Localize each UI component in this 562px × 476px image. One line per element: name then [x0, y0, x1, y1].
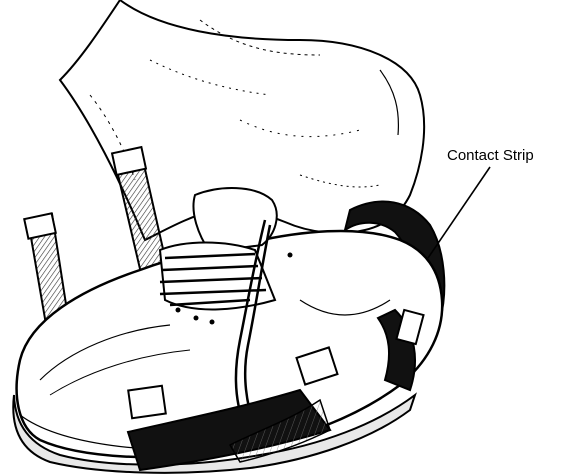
callout-leader-line [428, 167, 490, 258]
contact-strip-label: Contact Strip [447, 147, 534, 165]
